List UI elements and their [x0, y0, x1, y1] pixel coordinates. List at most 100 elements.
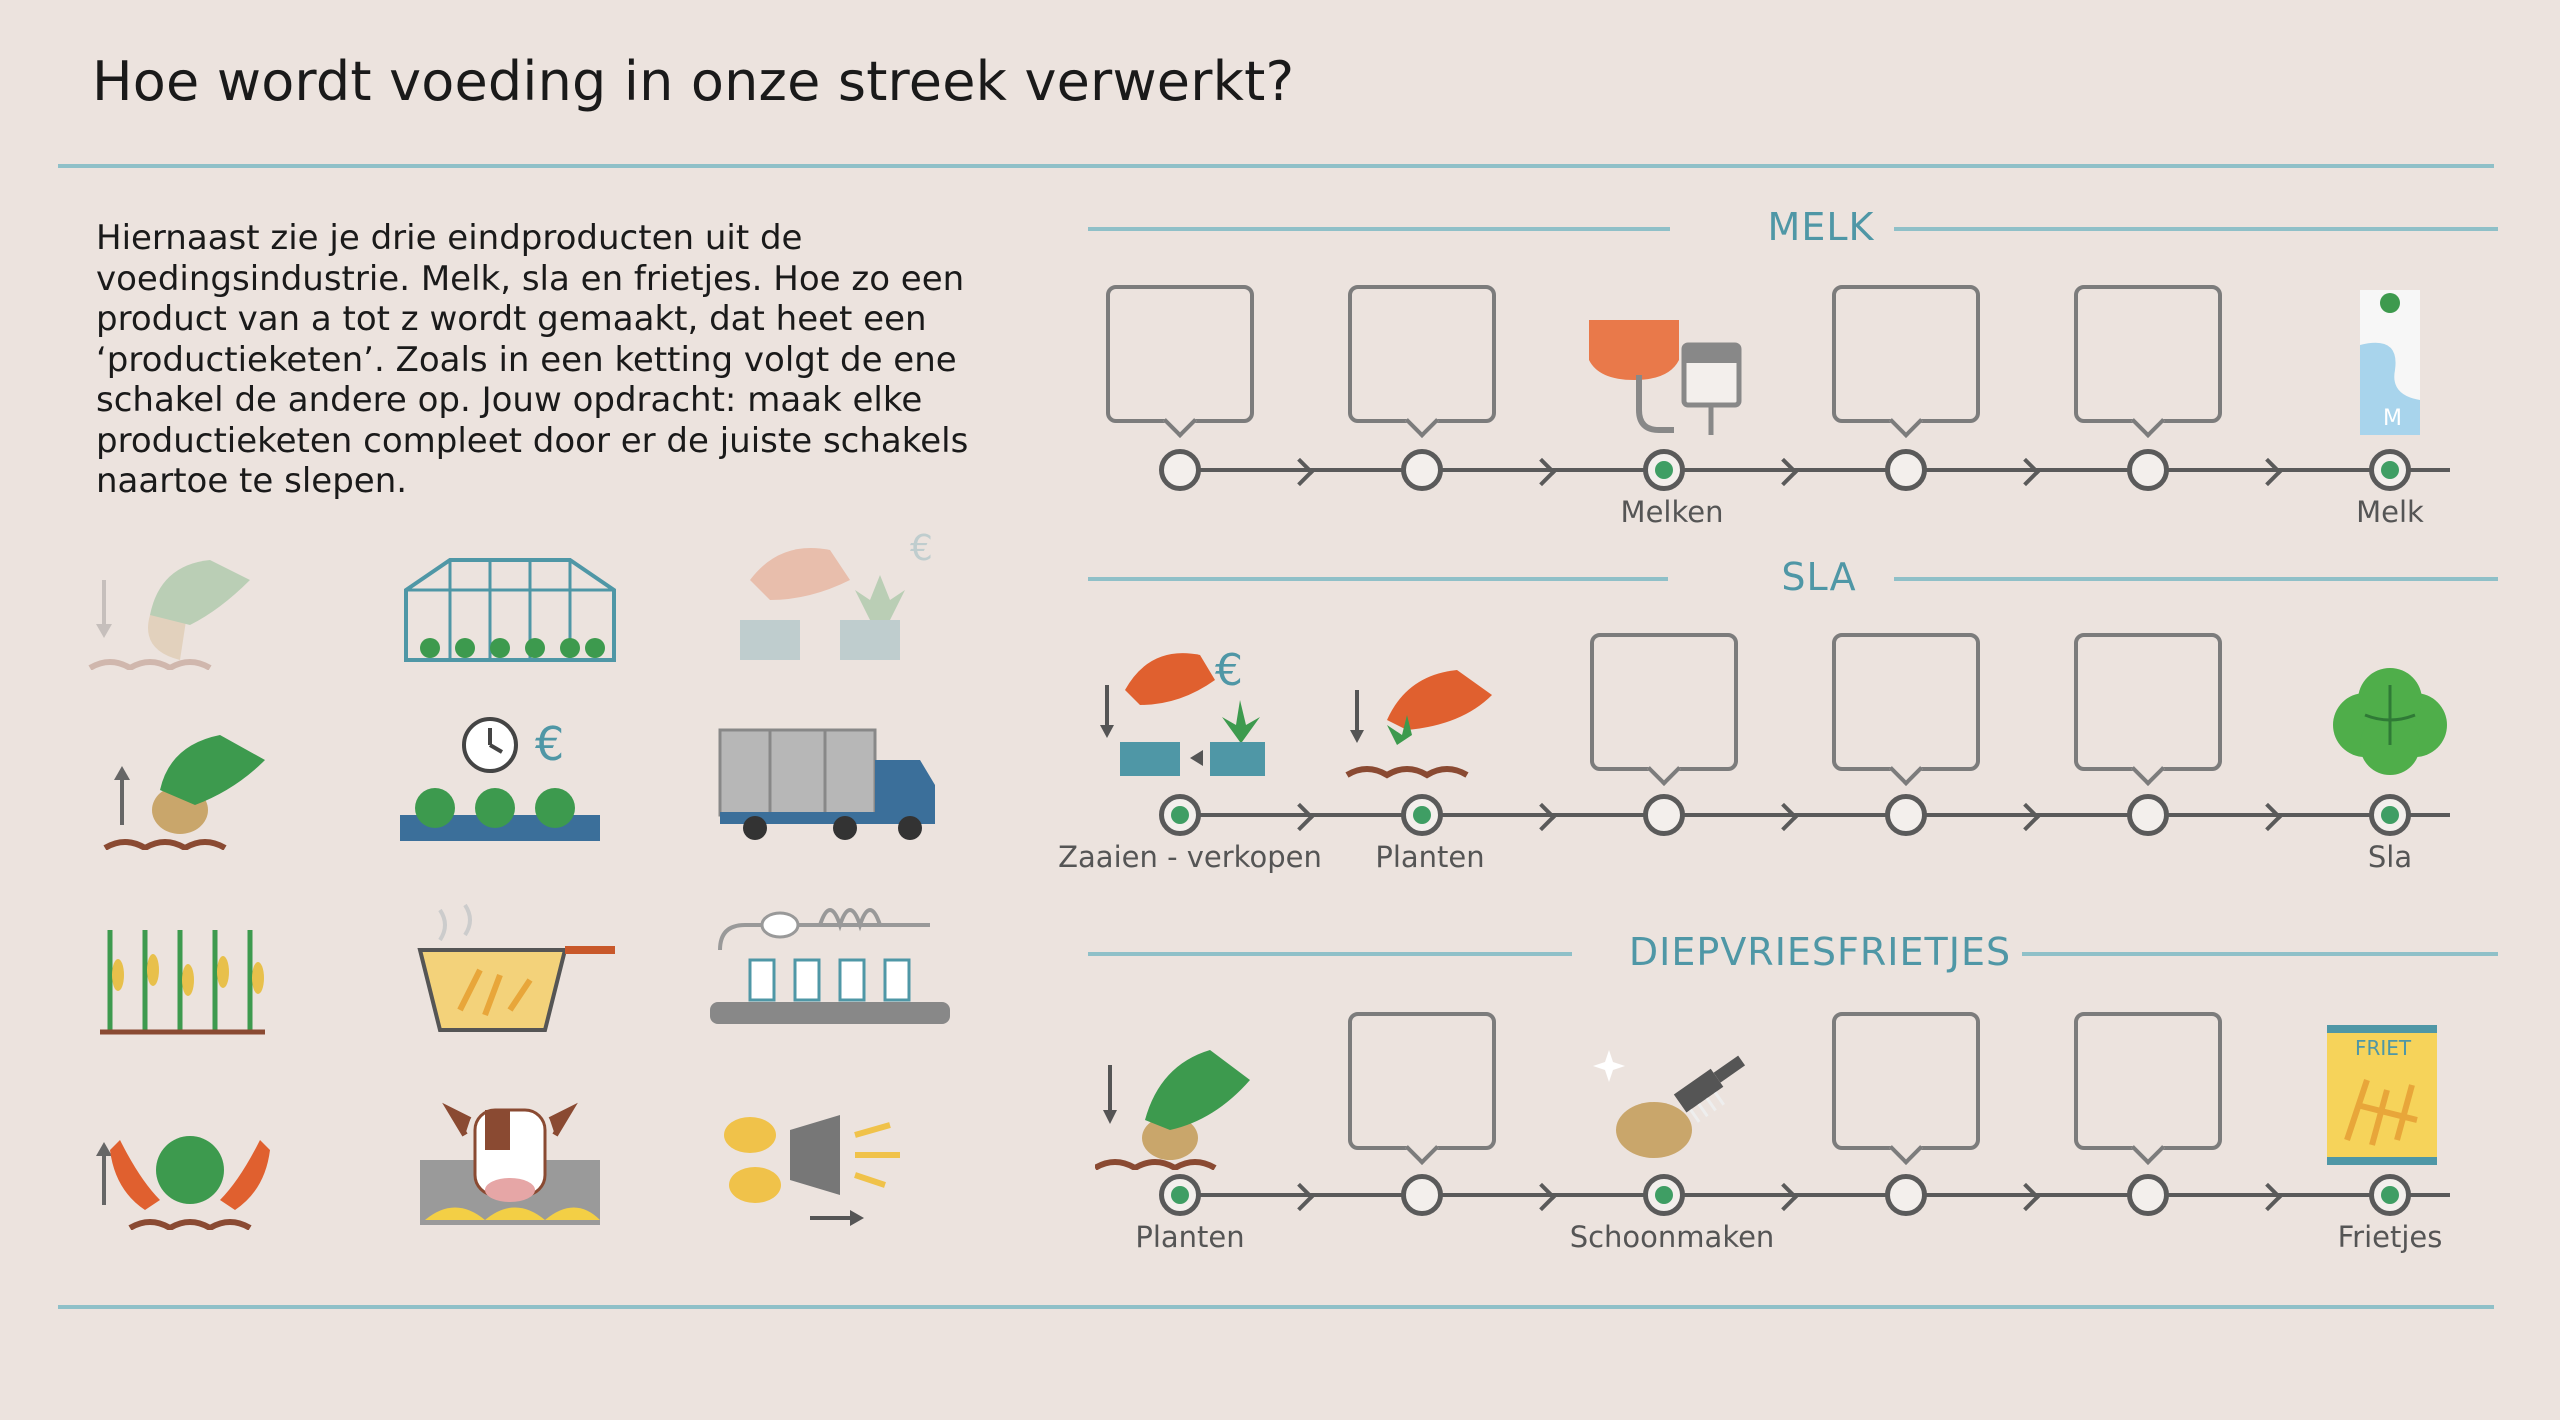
chain-node	[2127, 1174, 2169, 1216]
palette-fryer-basket[interactable]	[380, 890, 640, 1040]
step-melken	[1579, 300, 1749, 450]
palette-harvest-potato[interactable]	[60, 700, 320, 850]
planting-hand-icon	[88, 560, 250, 670]
header-divider	[58, 164, 2494, 168]
chain-node	[2369, 794, 2411, 836]
cleaning-potato-icon	[1593, 1050, 1746, 1158]
step-sla	[2305, 645, 2475, 795]
svg-text:€: €	[535, 717, 564, 771]
truck-icon	[718, 728, 935, 840]
chain-arrow	[1769, 1182, 1799, 1212]
step-frietjes: FRIET	[2297, 1020, 2467, 1170]
page-title: Hoe wordt voeding in onze streek verwerk…	[92, 50, 1295, 113]
drop-slot[interactable]	[2074, 1012, 2222, 1150]
instructions-text: Hiernaast zie je drie eindproducten uit …	[96, 218, 969, 501]
chain-node	[2369, 449, 2411, 491]
chain-node	[1159, 794, 1201, 836]
chain-arrow	[2253, 457, 2283, 487]
drop-slot[interactable]	[1348, 1012, 1496, 1150]
lettuce-icon	[2333, 668, 2447, 775]
chain-arrow	[1769, 457, 1799, 487]
chain-arrow	[1285, 802, 1315, 832]
chain-arrow	[2253, 802, 2283, 832]
planting-hand-icon	[1095, 1050, 1250, 1170]
footer-divider	[58, 1305, 2494, 1309]
step-melk: M	[2305, 285, 2475, 435]
chain-node	[1401, 449, 1443, 491]
caption-melk: Melk	[2356, 495, 2424, 529]
chain-arrow	[1769, 802, 1799, 832]
chain-arrow	[1285, 1182, 1315, 1212]
drop-slot[interactable]	[1832, 1012, 1980, 1150]
sow-sell-icon: €	[1100, 645, 1265, 776]
svg-text:M: M	[2383, 406, 2402, 431]
potato-cutter-icon	[724, 1115, 900, 1226]
chain-node	[1885, 1174, 1927, 1216]
palette-potato-cutter[interactable]	[700, 1080, 960, 1230]
corn-field-icon	[100, 930, 265, 1035]
drop-slot[interactable]	[1106, 285, 1254, 423]
timed-sale-lettuce-icon: €	[400, 717, 600, 841]
sow-sell-icon: €	[740, 528, 933, 660]
drop-slot[interactable]	[2074, 285, 2222, 423]
palette-truck[interactable]	[700, 700, 960, 850]
caption-sla: Sla	[2367, 840, 2413, 874]
chain-node	[1885, 794, 1927, 836]
chain-arrow	[2011, 1182, 2041, 1212]
step-planten-friet	[1095, 1020, 1265, 1170]
chain-node	[2369, 1174, 2411, 1216]
chain-sla-track	[1180, 813, 2450, 817]
step-schoonmaken	[1579, 1030, 1749, 1180]
chain-node	[1885, 449, 1927, 491]
svg-text:FRIET: FRIET	[2355, 1036, 2412, 1060]
chain-node	[2127, 794, 2169, 836]
chain-arrow	[2253, 1182, 2283, 1212]
caption-schoonmaken: Schoonmaken	[1569, 1220, 1775, 1254]
chain-node	[1643, 449, 1685, 491]
palette-sow-sell[interactable]: €	[700, 520, 960, 670]
drop-slot[interactable]	[1590, 633, 1738, 771]
drop-slot[interactable]	[1832, 285, 1980, 423]
milk-carton-icon: M	[2360, 290, 2420, 435]
chain-melk-track	[1180, 468, 2450, 472]
chain-arrow	[1527, 802, 1557, 832]
palette-corn-field[interactable]	[60, 890, 320, 1040]
chain-node	[2127, 449, 2169, 491]
chain-node	[1643, 1174, 1685, 1216]
drop-slot[interactable]	[2074, 633, 2222, 771]
chain-link-palette: € €	[60, 520, 1020, 1260]
chain-sla-heading: SLA	[1088, 555, 2498, 605]
chain-node	[1401, 1174, 1443, 1216]
palette-harvest-lettuce[interactable]	[60, 1080, 320, 1230]
bottling-line-icon	[710, 908, 950, 1024]
chain-friet-track	[1180, 1193, 2450, 1197]
chain-arrow	[1285, 457, 1315, 487]
chain-melk-heading: MELK	[1088, 205, 2498, 255]
chain-friet-heading: DIEPVRIESFRIETJES	[1088, 930, 2498, 980]
caption-frietjes: Frietjes	[2337, 1220, 2443, 1254]
chain-node	[1401, 794, 1443, 836]
harvest-potato-icon	[103, 735, 265, 850]
chain-node	[1643, 794, 1685, 836]
drop-slot[interactable]	[1348, 285, 1496, 423]
greenhouse-icon	[404, 558, 616, 662]
chain-arrow	[2011, 802, 2041, 832]
chain-node	[1159, 1174, 1201, 1216]
svg-text:€: €	[910, 528, 933, 569]
palette-bottling-line[interactable]	[700, 890, 960, 1040]
chain-arrow	[2011, 457, 2041, 487]
caption-planten: Planten	[1375, 840, 1485, 874]
palette-greenhouse[interactable]	[380, 520, 640, 670]
palette-cow-feeding[interactable]	[380, 1080, 640, 1230]
step-zaaien-verkopen: €	[1095, 630, 1265, 780]
chain-node	[1159, 449, 1201, 491]
drop-slot[interactable]	[1832, 633, 1980, 771]
caption-planten-friet: Planten	[1135, 1220, 1245, 1254]
palette-planting-hand[interactable]	[60, 520, 320, 670]
caption-zaaien-verkopen: Zaaien - verkopen	[1058, 840, 1322, 874]
caption-melken: Melken	[1620, 495, 1724, 529]
palette-timed-sale[interactable]: €	[380, 700, 640, 850]
step-planten	[1337, 630, 1507, 780]
chain-arrow	[1527, 457, 1557, 487]
planting-seedling-icon	[1345, 670, 1492, 779]
